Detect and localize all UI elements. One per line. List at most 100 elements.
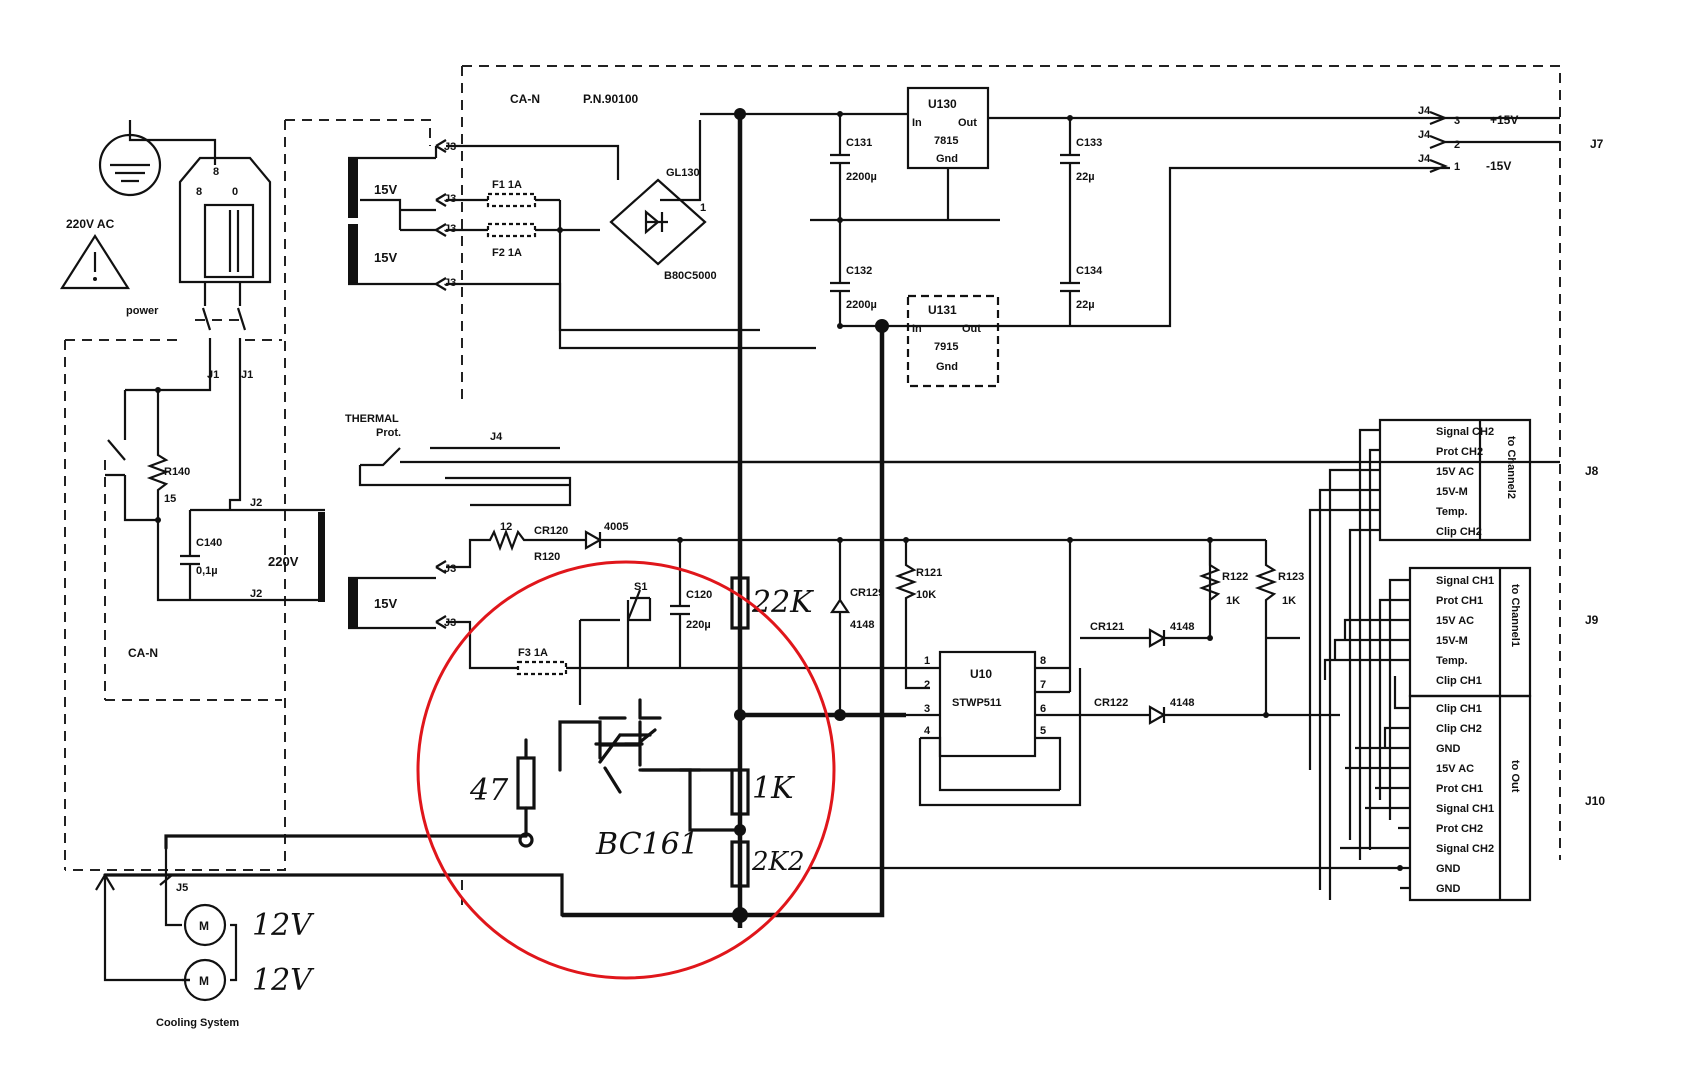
svg-text:Clip CH2: Clip CH2	[1436, 723, 1482, 735]
j5-label: J5	[176, 882, 188, 894]
svg-text:CR121: CR121	[1090, 621, 1124, 633]
svg-text:Prot CH2: Prot CH2	[1436, 823, 1483, 835]
regulator-u130: U130 In Out 7815 Gnd	[906, 86, 1560, 220]
svg-text:Gnd: Gnd	[936, 153, 958, 165]
svg-text:C131: C131	[846, 137, 872, 149]
svg-text:J9: J9	[1585, 613, 1599, 627]
j2-label: J2	[250, 588, 262, 600]
earth-ground-symbol	[98, 120, 217, 197]
svg-text:R120: R120	[534, 551, 560, 563]
bridge-ac-a	[446, 144, 620, 180]
svg-text:15V: 15V	[374, 596, 397, 611]
output-bus	[1340, 676, 1410, 890]
fuse-f3: F3 1A	[446, 620, 906, 676]
transformer-secondary-upper: 15V 15V	[348, 146, 438, 286]
bridge-minus	[558, 230, 816, 350]
svg-text:1K: 1K	[752, 771, 795, 806]
svg-text:R122: R122	[1222, 571, 1248, 583]
channel1-bus	[1323, 578, 1410, 820]
fan-motor-1: M 12V	[183, 903, 315, 947]
svg-text:Prot CH1: Prot CH1	[1436, 595, 1483, 607]
svg-text:15V AC: 15V AC	[1436, 466, 1474, 478]
svg-text:4: 4	[924, 725, 931, 737]
mains-leads	[203, 282, 242, 306]
c134-capacitor: C134 22µ	[1060, 220, 1103, 326]
bridge-feed	[558, 120, 702, 232]
j10-connector: Clip CH1 Clip CH2 GND 15V AC Prot CH1 Si…	[1408, 694, 1605, 902]
svg-text:C132: C132	[846, 265, 872, 277]
r140-resistor: R140 15	[105, 387, 190, 523]
svg-text:47: 47	[469, 773, 509, 808]
svg-text:Signal CH2: Signal CH2	[1436, 843, 1494, 855]
svg-text:F3 1A: F3 1A	[518, 647, 548, 659]
svg-text:J3: J3	[444, 563, 456, 575]
svg-text:Clip CH1: Clip CH1	[1436, 675, 1482, 687]
svg-text:Clip CH1: Clip CH1	[1436, 703, 1482, 715]
svg-text:15V AC: 15V AC	[1436, 763, 1474, 775]
cooling-label: Cooling System	[156, 1017, 239, 1029]
j4-label: J4	[1418, 153, 1431, 165]
svg-text:1: 1	[924, 655, 930, 667]
svg-text:22K: 22K	[751, 585, 814, 620]
diode-cr120: CR120 4005	[534, 521, 628, 550]
fuse-f1: F1 1A	[446, 179, 560, 208]
svg-text:220µ: 220µ	[686, 619, 711, 631]
j4-label: J4	[1418, 129, 1431, 141]
c131-capacitor: C131 2200µ	[830, 111, 877, 220]
svg-text:5: 5	[1040, 725, 1046, 737]
svg-text:CR122: CR122	[1094, 697, 1128, 709]
svg-text:8: 8	[1040, 655, 1046, 667]
j4-label: J4	[1418, 105, 1431, 117]
j4-label: J4	[490, 431, 503, 443]
mains-connector: 8 8 0	[178, 156, 272, 284]
transistor-bc161	[558, 698, 702, 794]
ic-u10: U10 STWP511 1 2 3 4 8 7 6 5	[906, 540, 1100, 807]
power-switch	[201, 307, 247, 331]
svg-text:6: 6	[1040, 703, 1046, 715]
transistor-collector-link	[678, 713, 742, 772]
svg-text:J10: J10	[1585, 794, 1605, 808]
j3-connector: J3 J3 J3 J3 J3 J3	[435, 139, 456, 629]
resistor-2k2: 2K2	[730, 828, 805, 917]
svg-text:C140: C140	[196, 537, 222, 549]
regulator-u131: U131 In Out 7915 Gnd	[906, 294, 1000, 388]
svg-text:7: 7	[1040, 679, 1046, 691]
j7-connector: J4 J4 J4 3 +15V 2 1 -15V J7	[1418, 105, 1604, 174]
mains-wiring	[158, 338, 242, 510]
c133-capacitor: C133 22µ	[1060, 115, 1102, 220]
resistor-22k: 22K	[730, 576, 814, 630]
svg-text:4148: 4148	[1170, 697, 1194, 709]
svg-text:to Out: to Out	[1509, 760, 1521, 793]
svg-text:15V AC: 15V AC	[1436, 615, 1474, 627]
svg-text:C134: C134	[1076, 265, 1103, 277]
fan-motor-2: M 12V	[183, 958, 315, 1002]
svg-text:F1 1A: F1 1A	[492, 179, 522, 191]
svg-text:15V: 15V	[374, 182, 397, 197]
mains-voltage-label: 220V AC	[66, 217, 115, 231]
j1-label: J1	[241, 369, 253, 381]
transistor-label: BC161	[595, 827, 699, 862]
resistor-47: 47	[469, 738, 536, 838]
svg-text:J8: J8	[1585, 464, 1599, 478]
svg-text:1: 1	[700, 202, 706, 214]
svg-text:12V: 12V	[252, 963, 315, 998]
svg-text:3: 3	[1454, 115, 1460, 127]
board-outline	[64, 65, 1561, 905]
power-label: power	[126, 305, 159, 317]
svg-text:U130: U130	[928, 97, 957, 111]
svg-text:C120: C120	[686, 589, 712, 601]
svg-text:1: 1	[1454, 161, 1460, 173]
svg-text:R121: R121	[916, 567, 942, 579]
svg-text:R140: R140	[164, 466, 190, 478]
c140-capacitor: C140 0,1µ J2 J2	[156, 497, 325, 602]
transistor-emitter-link	[638, 768, 742, 832]
svg-text:Out: Out	[958, 117, 977, 129]
svg-text:15V-M: 15V-M	[1436, 635, 1468, 647]
svg-text:CR129: CR129	[850, 587, 884, 599]
j9-connector: Signal CH1 Prot CH1 15V AC 15V-M Temp. C…	[1408, 566, 1599, 698]
svg-text:Signal CH1: Signal CH1	[1436, 575, 1494, 587]
svg-text:15V: 15V	[374, 250, 397, 265]
svg-text:7815: 7815	[934, 135, 958, 147]
svg-text:Prot CH2: Prot CH2	[1436, 446, 1483, 458]
